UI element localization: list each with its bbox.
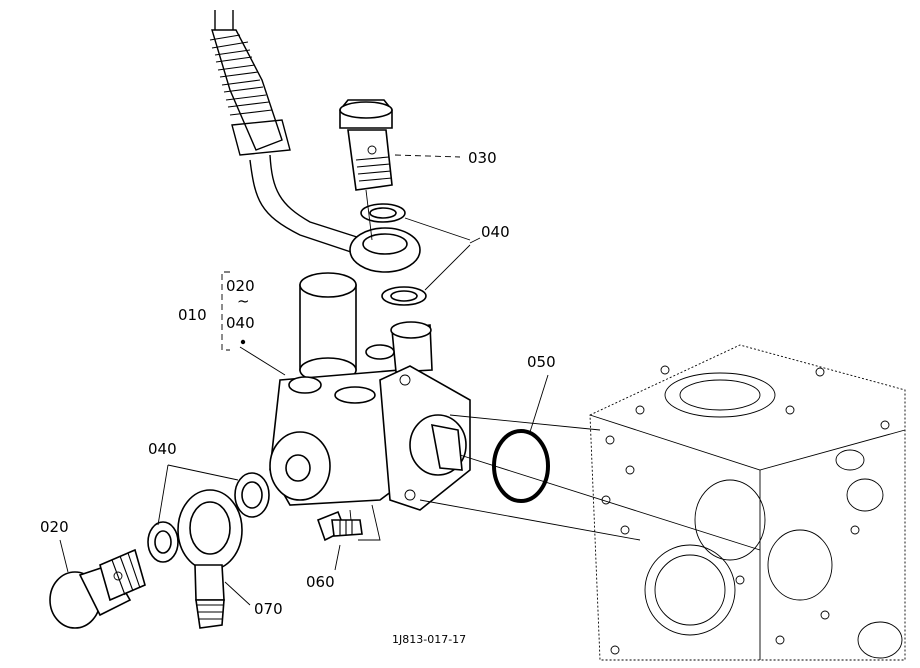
- fuel-pump-assembly: [269, 272, 471, 511]
- washers-upper: [360, 203, 427, 306]
- callout-040-upper: 040: [481, 223, 510, 241]
- callout-040-range-end: 040: [226, 314, 255, 332]
- engine-block: [589, 344, 906, 661]
- group-bracket: [221, 271, 246, 351]
- callout-030: 030: [468, 149, 497, 167]
- bolt-060: [316, 510, 363, 542]
- drawing-number: 1J813-017-17: [392, 633, 466, 646]
- callout-010: 010: [178, 306, 207, 324]
- callout-020: 020: [40, 518, 69, 536]
- fuel-hose: [209, 10, 361, 256]
- callout-060: 060: [306, 573, 335, 591]
- callout-070: 070: [254, 600, 283, 618]
- callout-range-tilde: ~: [237, 292, 250, 310]
- o-ring-050: [492, 429, 550, 503]
- callout-050: 050: [527, 353, 556, 371]
- callout-040-lower: 040: [148, 440, 177, 458]
- washers-lower: [147, 472, 270, 563]
- callout-020-range-start: 020: [226, 277, 255, 295]
- hollow-bolt-030: [339, 99, 393, 191]
- hollow-bolt-020: [49, 548, 146, 629]
- banjo-eye-upper: [349, 227, 421, 273]
- banjo-elbow-070: [177, 489, 243, 629]
- leader-lines: [59, 154, 549, 606]
